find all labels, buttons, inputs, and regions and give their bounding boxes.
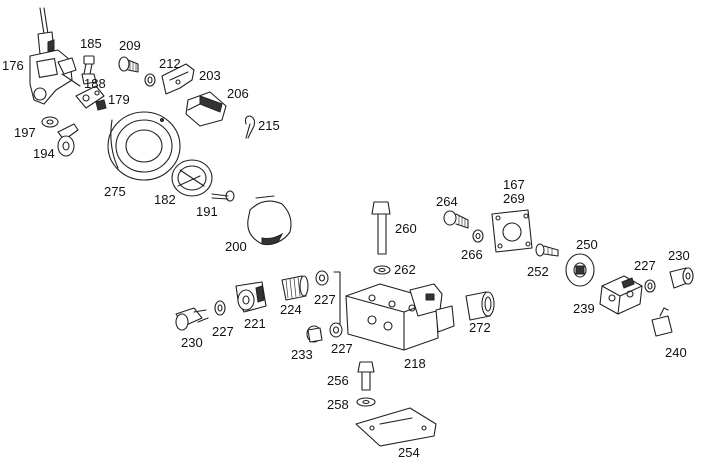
part-218-main-block: [345, 283, 455, 351]
part-167-269-plate: [491, 209, 533, 253]
callout-176: 176: [2, 58, 24, 73]
callout-264: 264: [436, 194, 458, 209]
callout-262: 262: [394, 262, 416, 277]
part-233-plug: [306, 325, 323, 343]
part-254-base-plate: [355, 407, 437, 447]
part-224-threaded-fitting: [281, 275, 309, 301]
part-227-washer-right: [644, 279, 656, 293]
callout-179: 179: [108, 92, 130, 107]
part-230-fitting-right: [669, 267, 694, 289]
part-206-cover: [185, 91, 227, 127]
callout-230-left: 230: [181, 335, 203, 350]
callout-239: 239: [573, 301, 595, 316]
callout-212: 212: [159, 56, 181, 71]
callout-206: 206: [227, 86, 249, 101]
callout-215: 215: [258, 118, 280, 133]
callout-203: 203: [199, 68, 221, 83]
callout-256: 256: [327, 373, 349, 388]
part-266-washer: [472, 229, 484, 243]
part-275-dome: [107, 111, 181, 181]
callout-221: 221: [244, 316, 266, 331]
part-260-long-bolt: [371, 201, 391, 255]
callout-191: 191: [196, 204, 218, 219]
part-252-screw: [535, 243, 559, 257]
part-191-screw: [211, 190, 235, 202]
part-272-bushing: [465, 291, 495, 321]
part-250-disc: [565, 253, 595, 287]
part-239-housing: [599, 275, 643, 315]
part-221-elbow: [235, 281, 267, 313]
part-185-bolt: [81, 55, 97, 85]
part-200-diaphragm: [247, 195, 292, 246]
callout-269: 269: [503, 191, 525, 206]
part-209-screw: [118, 56, 139, 73]
callout-labels: 176 185 209 212 188 179 203 206 215 197 …: [2, 36, 690, 460]
callout-185: 185: [80, 36, 102, 51]
callout-197: 197: [14, 125, 36, 140]
callout-167: 167: [503, 177, 525, 192]
part-258-washer: [356, 397, 376, 407]
callout-227-right: 227: [634, 258, 656, 273]
callout-194: 194: [33, 146, 55, 161]
callout-227-left: 227: [212, 324, 234, 339]
callout-209: 209: [119, 38, 141, 53]
part-179-nut: [95, 99, 107, 111]
callout-240: 240: [665, 345, 687, 360]
part-197-washer: [41, 116, 59, 128]
callout-260: 260: [395, 221, 417, 236]
part-264-screw: [443, 210, 469, 229]
callout-227-mid: 227: [314, 292, 336, 307]
callout-230-right: 230: [668, 248, 690, 263]
part-227-washer-mid-upper: [315, 270, 329, 286]
callout-250: 250: [576, 237, 598, 252]
callout-254: 254: [398, 445, 420, 460]
part-188-gasket: [75, 85, 105, 109]
part-176-valve-body: [29, 7, 81, 105]
callout-258: 258: [327, 397, 349, 412]
callout-266: 266: [461, 247, 483, 262]
part-240-clip: [651, 307, 673, 337]
callout-272: 272: [469, 320, 491, 335]
part-262-washer: [373, 265, 391, 275]
part-212-nut: [144, 73, 156, 87]
callout-227-lower: 227: [331, 341, 353, 356]
part-203-bracket: [161, 63, 195, 95]
part-227-washer-lower: [329, 322, 343, 338]
part-230-fitting-left: [175, 307, 209, 331]
callout-188: 188: [84, 76, 106, 91]
callout-224: 224: [280, 302, 302, 317]
part-194-bolt: [57, 123, 79, 157]
callout-200: 200: [225, 239, 247, 254]
callout-233: 233: [291, 347, 313, 362]
part-215-split-pin: [244, 115, 256, 139]
callout-218: 218: [404, 356, 426, 371]
part-182-cap: [171, 159, 213, 197]
part-227-washer-left: [214, 300, 226, 316]
callout-182: 182: [154, 192, 176, 207]
callout-275: 275: [104, 184, 126, 199]
part-256-bolt: [357, 361, 375, 391]
callout-252: 252: [527, 264, 549, 279]
